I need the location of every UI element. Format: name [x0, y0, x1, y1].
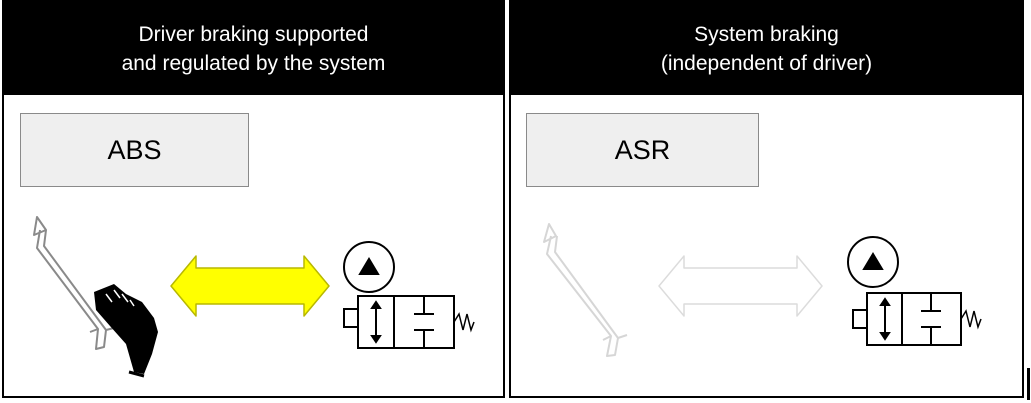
header-line-1: Driver braking supported — [138, 22, 369, 46]
panel-header: System braking (independent of driver) — [511, 2, 1022, 95]
brake-pedal-icon — [543, 223, 628, 357]
pump-valve-icon — [343, 241, 475, 349]
brake-pedal-icon — [33, 216, 115, 350]
header-line-1: System braking — [694, 22, 839, 46]
panel-system-braking: System braking (independent of driver) A… — [509, 0, 1024, 398]
double-arrow-icon — [658, 255, 823, 317]
pump-valve-icon — [847, 236, 982, 346]
label-text: ABS — [107, 134, 162, 165]
panel-header: Driver braking supported and regulated b… — [4, 2, 503, 95]
label-box-abs: ABS — [20, 113, 249, 187]
header-line-2: (independent of driver) — [660, 51, 873, 75]
panel-artwork — [33, 216, 475, 378]
double-arrow-icon — [170, 255, 330, 317]
header-line-2: and regulated by the system — [121, 51, 386, 75]
driver-foot-icon — [94, 284, 158, 378]
panel-driver-braking: Driver braking supported and regulated b… — [2, 0, 505, 398]
panel-artwork — [543, 223, 982, 357]
edge-marker — [1027, 368, 1030, 400]
label-text: ASR — [614, 134, 671, 165]
label-box-asr: ASR — [526, 113, 759, 187]
